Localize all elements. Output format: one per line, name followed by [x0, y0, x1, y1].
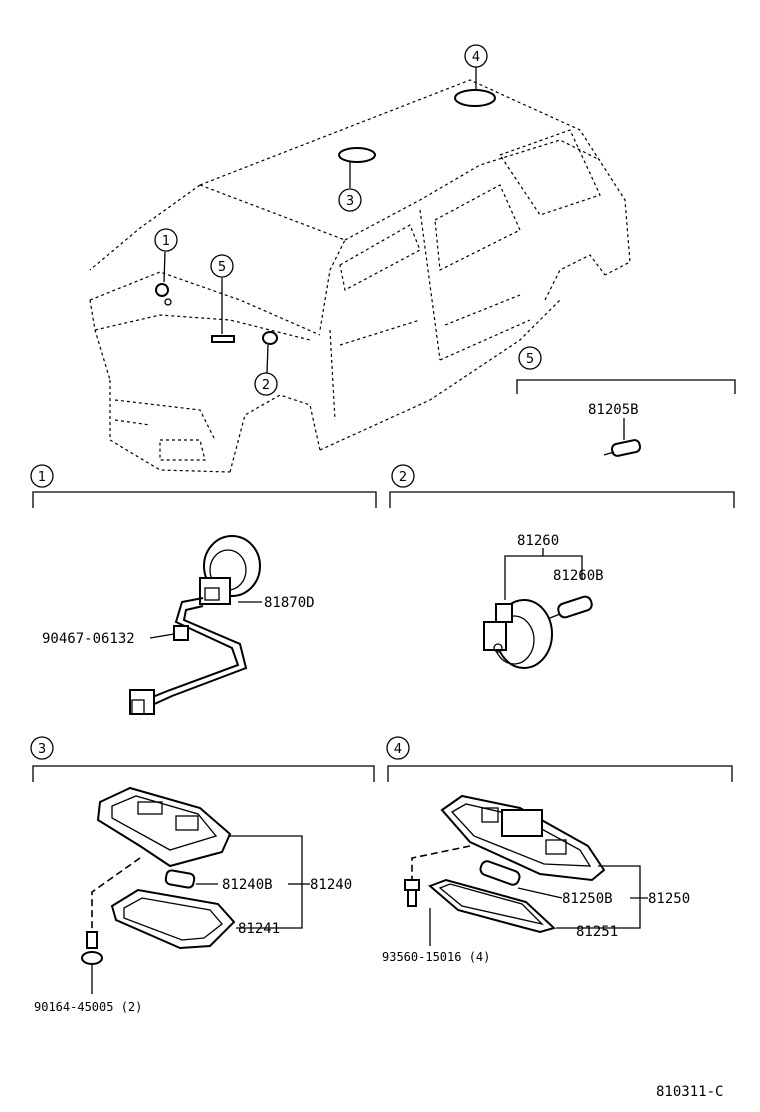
svg-text:4: 4 — [472, 50, 480, 65]
svg-text:4: 4 — [394, 742, 402, 757]
label-81250B: 81250B — [562, 891, 613, 907]
lamp-housing-81250 — [440, 794, 606, 882]
svg-text:2: 2 — [262, 378, 270, 393]
svg-text:2: 2 — [399, 470, 407, 485]
label-81205B: 81205B — [588, 402, 639, 418]
bulb-81205B — [603, 418, 642, 457]
label-81260B: 81260B — [553, 568, 604, 584]
label-93560-15016: 93560-15016 (4) — [382, 950, 490, 964]
callout-2: 2 — [254, 372, 278, 396]
label-81260: 81260 — [517, 533, 559, 549]
section-1-marker — [30, 464, 54, 488]
label-81241: 81241 — [238, 921, 280, 937]
section-1: 1 81870D 90467-06132 — [30, 464, 377, 715]
label-81240B: 81240B — [222, 877, 273, 893]
svg-text:3: 3 — [38, 742, 46, 757]
wire-harness — [129, 597, 248, 715]
vehicle-lamp-1 — [155, 251, 172, 306]
callout-3: 3 — [338, 188, 362, 212]
section-2: 2 81260 81260B — [389, 464, 735, 669]
label-81240: 81240 — [310, 877, 352, 893]
vehicle-roof-lamp-3 — [338, 147, 376, 188]
lamp-housing-81240 — [96, 786, 232, 868]
vehicle-roof-lamp-4 — [454, 67, 496, 107]
vehicle-lamp-5 — [211, 278, 235, 343]
svg-text:3: 3 — [346, 194, 354, 209]
socket-81870D — [199, 535, 261, 605]
bulb-81260B — [549, 595, 593, 619]
label-81870D: 81870D — [264, 595, 315, 611]
section-5-marker — [518, 346, 542, 370]
clip-90467-06132 — [173, 625, 189, 641]
label-90164-45005: 90164-45005 (2) — [34, 1000, 142, 1014]
section-3-marker — [30, 736, 54, 760]
socket-81260 — [483, 599, 553, 669]
section-4-marker — [386, 736, 410, 760]
svg-text:5: 5 — [218, 260, 226, 275]
lens-81241 — [110, 888, 236, 950]
callout-5: 5 — [210, 254, 234, 278]
lens-81251 — [428, 878, 556, 934]
svg-text:5: 5 — [526, 352, 534, 367]
section-2-marker — [391, 464, 415, 488]
bulb-81240B — [164, 869, 196, 889]
label-81251: 81251 — [576, 924, 618, 940]
section-3: 3 81240B 81240 81241 90164-45005 (2) — [30, 736, 375, 1014]
section-5: 5 81205B — [516, 346, 736, 457]
callout-1: 1 — [154, 228, 178, 252]
label-90467-06132: 90467-06132 — [42, 631, 135, 647]
vehicle-lamp-2 — [262, 331, 278, 374]
screw-93560-15016 — [404, 845, 471, 907]
label-81250: 81250 — [648, 891, 690, 907]
callout-4: 4 — [464, 44, 488, 68]
diagram-code: 810311-C — [656, 1084, 723, 1100]
vehicle-outline — [89, 79, 631, 473]
svg-text:1: 1 — [38, 470, 46, 485]
bulb-81250B — [479, 860, 521, 886]
section-4: 4 81250B 81250 81251 93560-15016 (4) — [382, 736, 733, 964]
svg-text:1: 1 — [162, 234, 170, 249]
